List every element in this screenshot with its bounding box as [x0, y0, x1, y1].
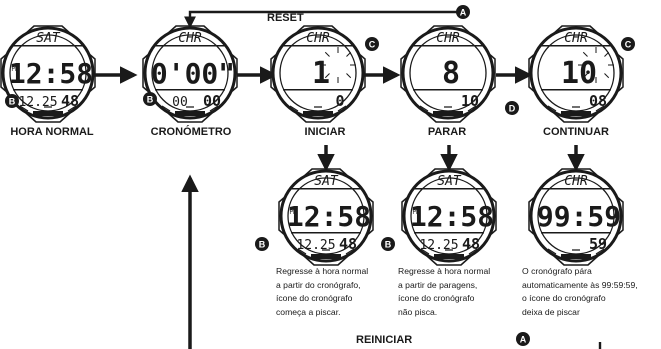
parar-label: PARAR: [427, 126, 467, 138]
bottom-right-display: 10: [461, 92, 479, 110]
svg-text:A: A: [520, 335, 527, 345]
button-b-marker: B: [143, 92, 157, 106]
watch-iniciar: CHR 10: [269, 24, 367, 124]
main-display: 12:58: [287, 200, 371, 233]
mode-text: CHR: [178, 31, 202, 46]
mode-text: SAT: [36, 31, 61, 46]
reset-label: RESET: [267, 12, 304, 24]
svg-text:B: B: [147, 95, 154, 105]
watch-return-stop: SAT 12:58 12.25 48 PM: [400, 167, 498, 267]
mode-text: CHR: [306, 31, 330, 46]
reiniciar-label: REINICIAR: [356, 334, 413, 346]
button-d-marker: D: [505, 101, 519, 115]
mode-text: CHR: [564, 174, 588, 189]
svg-text:A: A: [460, 8, 467, 18]
svg-text:B: B: [9, 97, 16, 107]
svg-text:C: C: [369, 40, 376, 50]
button-b-marker: B: [381, 237, 395, 251]
bottom-right-display: 59: [589, 235, 607, 253]
iniciar-label: INICIAR: [304, 126, 346, 138]
flash-rays: [578, 47, 614, 83]
mode-text: SAT: [437, 174, 462, 189]
button-c-marker: C: [621, 37, 635, 51]
svg-text:D: D: [509, 104, 516, 114]
main-display: 10: [561, 56, 597, 91]
bottom-right-display: 00: [203, 92, 221, 110]
bottom-right-display: 08: [589, 92, 607, 110]
svg-text:B: B: [259, 240, 266, 250]
main-display: 12:58: [410, 200, 494, 233]
bottom-right-display: 48: [462, 235, 480, 253]
main-display: 8: [442, 56, 460, 91]
bottom-left-display: 00: [172, 95, 188, 110]
main-display: 12:58: [9, 57, 93, 90]
watch-parar: CHR 810: [399, 24, 497, 124]
svg-text:B: B: [385, 240, 392, 250]
watch-cronometro: CHR 0'00" 00 00: [141, 24, 239, 124]
watch-hora-normal: SAT 12:58 12.25 48 PM: [0, 24, 97, 124]
button-b-marker: B: [255, 237, 269, 251]
flash-rays: [320, 47, 356, 83]
mode-text: CHR: [436, 31, 460, 46]
continuar-label: CONTINUAR: [543, 126, 609, 138]
bottom-left-display: 12.25: [419, 238, 458, 253]
button-c-marker: C: [365, 37, 379, 51]
connectors: [89, 10, 602, 349]
bottom-left-display: 12.25: [18, 95, 57, 110]
main-display: 0'00": [151, 57, 235, 90]
svg-text:C: C: [625, 40, 632, 50]
mode-text: CHR: [564, 31, 588, 46]
reset-line: [184, 10, 458, 29]
mode-text: SAT: [314, 174, 339, 189]
button-a-marker: A: [456, 5, 470, 19]
main-display: 99:59: [537, 200, 621, 233]
bottom-right-display: 0: [335, 92, 344, 110]
pm-indicator: PM: [412, 209, 420, 216]
watch-auto-stop: CHR 99:59 59: [527, 167, 625, 267]
bottom-left-display: 12.25: [296, 238, 335, 253]
watch-return-crono: SAT 12:58 12.25 48 PM: [277, 167, 375, 267]
pm-indicator: PM: [11, 66, 19, 73]
button-b-marker: B: [5, 94, 19, 108]
hora-normal-label: HORA NORMAL: [10, 126, 94, 138]
bottom-right-display: 48: [61, 92, 79, 110]
main-display: 1: [312, 56, 330, 91]
pm-indicator: PM: [289, 209, 297, 216]
button-a-marker: A: [516, 332, 530, 346]
cronometro-label: CRONÓMETRO: [150, 126, 232, 138]
button-markers: A A B B B B C C D: [5, 5, 635, 346]
bottom-right-display: 48: [339, 235, 357, 253]
